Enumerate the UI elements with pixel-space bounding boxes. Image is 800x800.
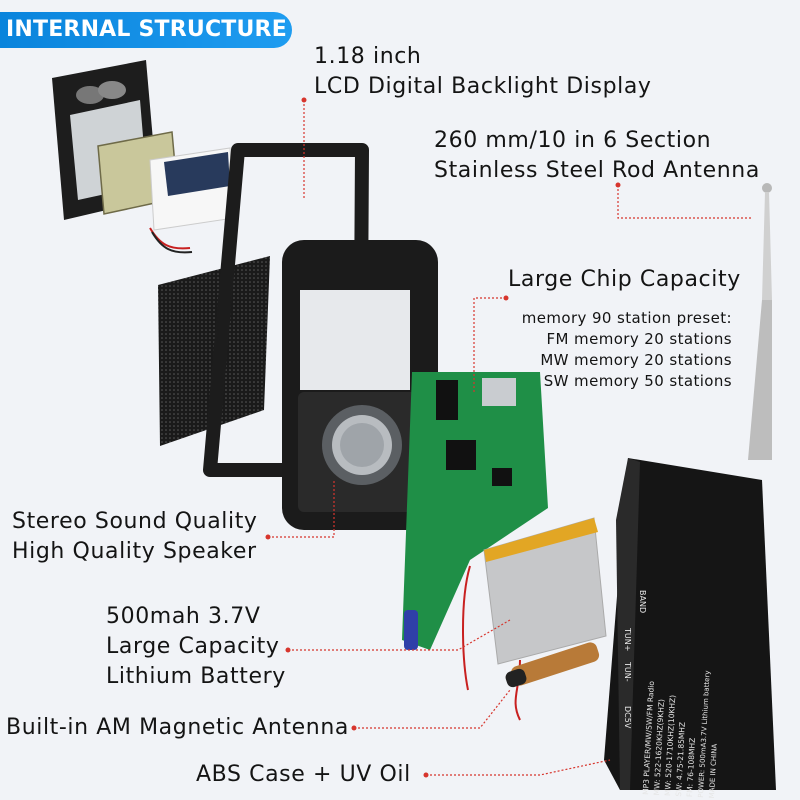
antenna-rod-label-line2: Stainless Steel Rod Antenna <box>434 158 760 183</box>
dc5v-label: DC5V <box>623 706 632 729</box>
band-label: BAND <box>638 590 647 613</box>
pcb-board-part <box>402 372 548 650</box>
chip-line-1: FM memory 20 stations <box>546 330 732 348</box>
spec-line-6: MADE IN CHINA <box>708 743 719 798</box>
display-label-line1: 1.18 inch <box>314 44 422 69</box>
battery-part <box>462 517 607 721</box>
chip-line-2: MW memory 20 stations <box>540 351 732 369</box>
leader-lines <box>265 97 752 778</box>
case-label: ABS Case + UV Oil <box>196 762 411 787</box>
chip-capacity-details: memory 90 station preset: FM memory 20 s… <box>522 308 732 392</box>
inner-chassis-part <box>282 240 438 530</box>
am-antenna-part <box>505 642 600 688</box>
am-antenna-label: Built-in AM Magnetic Antenna <box>6 715 349 740</box>
telescopic-antenna-part <box>748 183 772 460</box>
spec-line-3: SW: 4.75-21.85MHZ <box>674 722 687 797</box>
battery-label-line3: Lithium Battery <box>106 664 286 689</box>
tun-plus-label: TUN+ <box>623 627 632 651</box>
spec-line-4: FM: 76-108MHZ <box>685 738 697 798</box>
antenna-rod-label: 260 mm/10 in 6 Section Stainless Steel R… <box>434 126 760 186</box>
speaker-label-line2: High Quality Speaker <box>12 539 257 564</box>
section-banner: INTERNAL STRUCTURE <box>0 12 292 48</box>
battery-label-line2: Large Capacity <box>106 634 280 659</box>
tun-minus-label: TUN- <box>623 661 632 682</box>
battery-label-line1: 500mah 3.7V <box>106 604 261 629</box>
battery-label: 500mah 3.7V Large Capacity Lithium Batte… <box>106 602 286 692</box>
chip-line-0: memory 90 station preset: <box>521 309 732 327</box>
chip-line-3: SW memory 50 stations <box>543 372 732 390</box>
speaker-label-line1: Stereo Sound Quality <box>12 509 258 534</box>
speaker-label: Stereo Sound Quality High Quality Speake… <box>12 507 258 567</box>
lcd-panel-part <box>97 131 235 254</box>
back-case-part <box>604 458 776 790</box>
chip-capacity-title: Large Chip Capacity <box>508 267 741 292</box>
antenna-rod-label-line1: 260 mm/10 in 6 Section <box>434 128 712 153</box>
display-label-line2: LCD Digital Backlight Display <box>314 74 652 99</box>
display-label: 1.18 inch LCD Digital Backlight Display <box>314 42 652 102</box>
